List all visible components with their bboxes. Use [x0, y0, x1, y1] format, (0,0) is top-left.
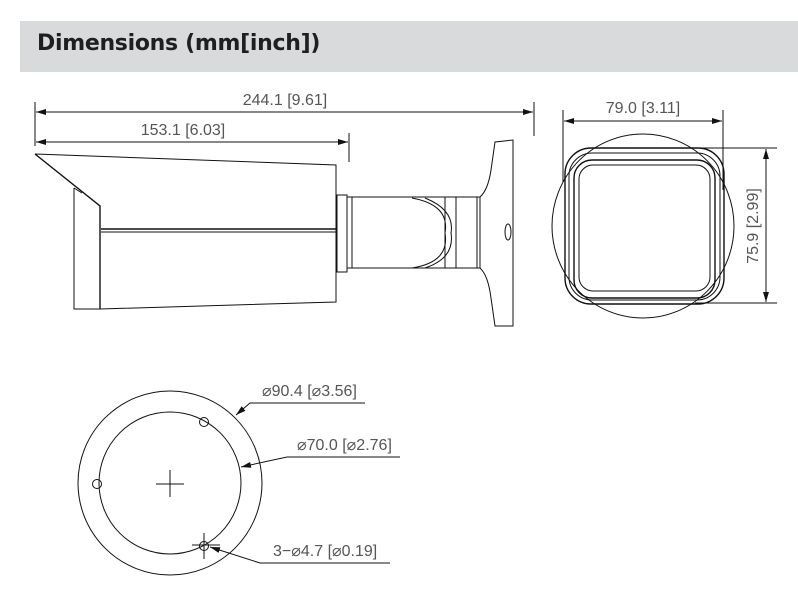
mounting-holes-label: 3−⌀4.7 [⌀0.19]	[273, 543, 377, 560]
camera-body	[34, 139, 514, 327]
hole-pitch-circle	[98, 411, 242, 555]
height-label: 75.9 [2.99]	[745, 188, 762, 264]
front-view: 79.0 [3.11] 75.9 [2.99]	[551, 100, 777, 319]
mount-screw-hole	[504, 223, 512, 241]
section-header: Dimensions (mm[inch])	[20, 21, 798, 72]
side-view: 244.1 [9.61] 153.1 [6.03]	[34, 92, 535, 327]
mounting-hole	[199, 417, 209, 427]
mounting-hole	[92, 479, 102, 489]
base-view: ⌀90.4 [⌀3.56] ⌀70.0 [⌀2.76] 3−⌀4.7 [⌀0.1…	[77, 383, 400, 576]
outer-diameter-label: ⌀90.4 [⌀3.56]	[262, 383, 357, 400]
hole-circle-diameter-label: ⌀70.0 [⌀2.76]	[297, 437, 392, 454]
base-outer-circle	[77, 390, 263, 576]
width-label: 79.0 [3.11]	[606, 100, 680, 117]
camera-front-outline	[551, 133, 735, 319]
body-length-label: 153.1 [6.03]	[141, 122, 226, 139]
overall-length-label: 244.1 [9.61]	[243, 92, 328, 109]
section-title: Dimensions (mm[inch])	[37, 31, 321, 56]
